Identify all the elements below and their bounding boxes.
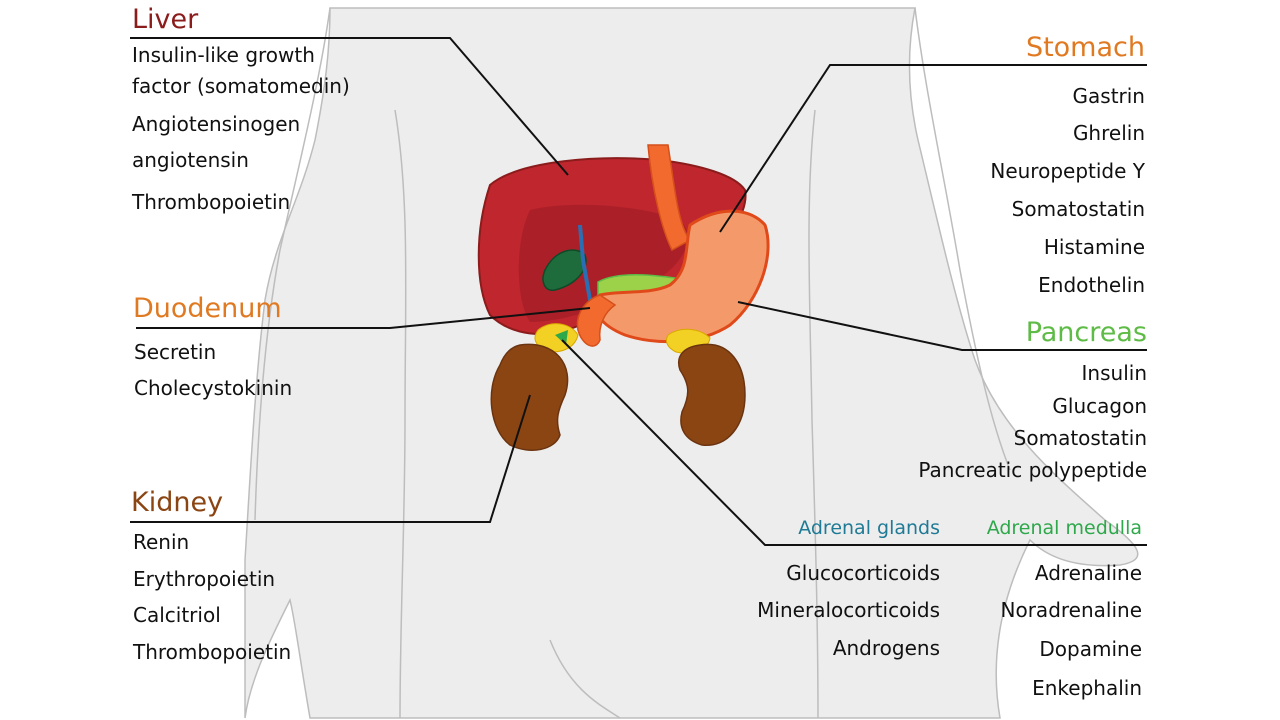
esophagus-shape	[647, 144, 692, 252]
arm-outline-right	[914, 7, 1011, 471]
duodenum-leader-line	[136, 307, 591, 329]
adrenal-medulla-title: Adrenal medulla	[986, 517, 1142, 539]
adrenal-medulla-hormone: Enkephalin	[1032, 676, 1142, 700]
kidney-hormone: Thrombopoietin	[133, 640, 292, 664]
stomach-hormone: Ghrelin	[1072, 121, 1145, 145]
stomach-shape	[594, 209, 770, 343]
waist-right-outline	[808, 109, 819, 719]
liver-hormone: Insulin-like growth	[132, 43, 315, 67]
liver-hormone: Angiotensinogen	[132, 112, 301, 136]
waist-left-outline	[394, 109, 407, 719]
stomach-hormone: Gastrin	[1072, 84, 1145, 108]
kidney-leader-line	[130, 394, 531, 523]
liver-shading	[518, 204, 688, 322]
pancreas-hormone: Pancreatic polypeptide	[918, 458, 1147, 482]
liver-leader-line	[130, 37, 569, 176]
stomach-title: Stomach	[1025, 32, 1145, 63]
adrenal-medulla-hormone: Noradrenaline	[1000, 598, 1142, 622]
duodenum-hormone: Secretin	[134, 340, 217, 364]
duodenum-title: Duodenum	[133, 293, 282, 324]
pancreas-hormone: Somatostatin	[1013, 426, 1147, 450]
adrenal-glands-title: Adrenal glands	[798, 517, 940, 539]
adrenal-medulla-left	[555, 330, 568, 345]
stomach-hormone: Endothelin	[1038, 273, 1145, 297]
kidney-hormone: Renin	[133, 530, 190, 554]
liver-hormone: factor (somatomedin)	[132, 74, 350, 98]
pancreas-hormone: Glucagon	[1052, 394, 1147, 418]
gallbladder-shape	[542, 249, 587, 291]
kidney-hormone: Calcitriol	[133, 603, 221, 627]
adrenal-medulla-hormone: Adrenaline	[1034, 561, 1142, 585]
stomach-leader-line	[719, 64, 1147, 233]
adrenal-leader-line	[561, 339, 1147, 546]
adrenal-glands-hormone: Glucocorticoids	[786, 561, 940, 585]
kidney-right-shape	[678, 343, 746, 446]
pancreas-title: Pancreas	[1025, 317, 1147, 348]
pancreas-hormone: Insulin	[1081, 361, 1147, 385]
stomach-hormone: Histamine	[1043, 235, 1145, 259]
liver-hormone: Thrombopoietin	[132, 190, 291, 214]
adrenal-medulla-hormone: Dopamine	[1039, 637, 1142, 661]
arm-outline-left	[254, 7, 331, 521]
kidney-hormone: Erythropoietin	[133, 567, 276, 591]
pancreas-leader-line	[737, 301, 1147, 351]
liver-title: Liver	[132, 4, 199, 35]
stomach-hormone: Neuropeptide Y	[990, 159, 1145, 183]
adrenal-glands-hormone: Androgens	[832, 636, 940, 660]
kidney-title: Kidney	[131, 487, 224, 518]
stomach-hormone: Somatostatin	[1011, 197, 1145, 221]
liver-hormone: angiotensin	[132, 148, 249, 172]
duodenum-hormone: Cholecystokinin	[134, 376, 293, 400]
hip-curve	[549, 639, 621, 719]
adrenal-glands-hormone: Mineralocorticoids	[757, 598, 940, 622]
